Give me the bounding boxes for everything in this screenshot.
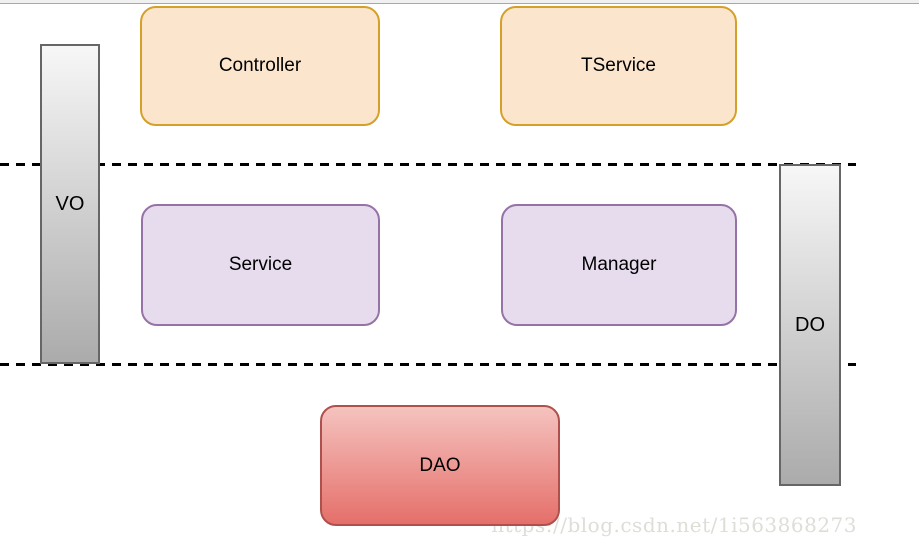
window-top-edge	[0, 0, 919, 4]
layer-divider-bottom	[0, 363, 856, 366]
layer-divider-top	[0, 163, 856, 166]
side-bar-do: DO	[779, 164, 841, 486]
side-bar-do-label: DO	[795, 313, 825, 336]
side-bar-vo-label: VO	[55, 192, 85, 215]
node-manager: Manager	[501, 204, 737, 326]
node-tservice: TService	[500, 6, 737, 126]
node-tservice-label: TService	[581, 55, 656, 76]
node-manager-label: Manager	[581, 254, 657, 275]
node-dao-label: DAO	[419, 454, 461, 476]
node-service-label: Service	[228, 254, 293, 275]
node-controller-label: Controller	[218, 55, 302, 76]
node-dao: DAO	[320, 405, 560, 526]
node-controller: Controller	[140, 6, 380, 126]
side-bar-vo: VO	[40, 44, 100, 364]
node-service: Service	[141, 204, 380, 326]
